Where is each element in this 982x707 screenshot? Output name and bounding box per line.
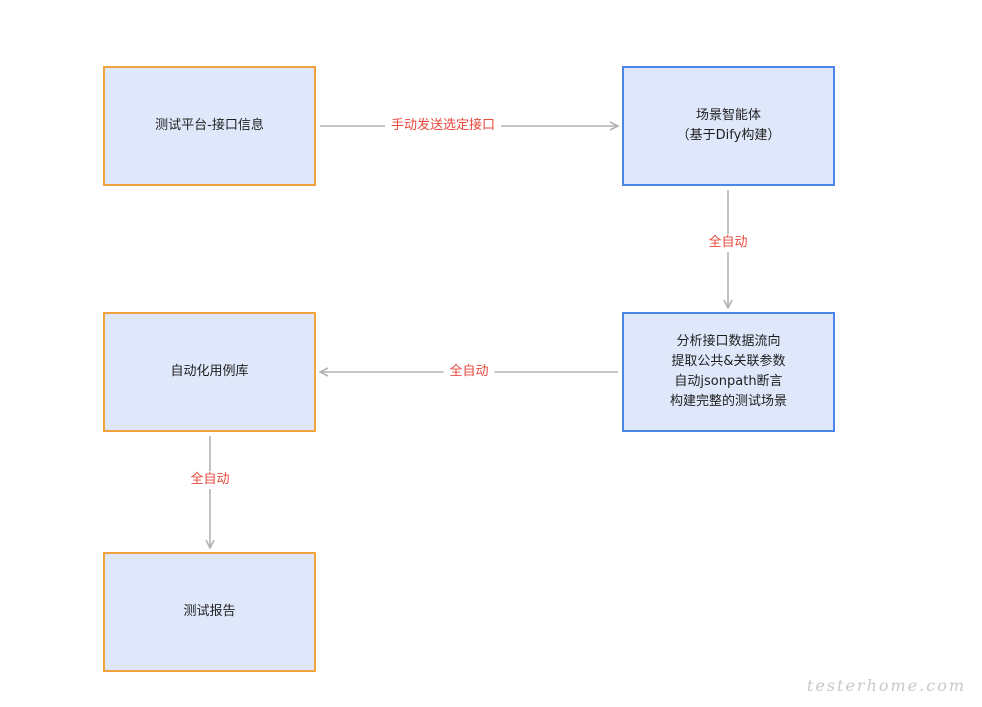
watermark: testerhome.com xyxy=(806,676,966,695)
edge-label-auto: 全自动 xyxy=(443,363,495,381)
node-label: 场景智能体 xyxy=(695,108,761,123)
node-label: 自动化用例库 xyxy=(170,364,249,379)
edge-label-manual-send: 手动发送选定接口 xyxy=(384,117,502,135)
edge-label-auto: 全自动 xyxy=(184,471,236,489)
node-scenario-agent: 场景智能体 （基于Dify构建） xyxy=(622,66,835,186)
edge-label-auto: 全自动 xyxy=(702,234,754,252)
node-label: 测试平台-接口信息 xyxy=(155,118,264,133)
node-test-platform: 测试平台-接口信息 xyxy=(103,66,316,186)
node-label: 测试报告 xyxy=(183,604,236,619)
node-case-library: 自动化用例库 xyxy=(103,312,316,432)
node-label: 自动jsonpath断言 xyxy=(674,374,783,389)
node-label: 提取公共&关联参数 xyxy=(671,354,786,369)
node-test-report: 测试报告 xyxy=(103,552,316,672)
node-data-analysis: 分析接口数据流向 提取公共&关联参数 自动jsonpath断言 构建完整的测试场… xyxy=(622,312,835,432)
node-label: 分析接口数据流向 xyxy=(676,334,781,349)
node-label: 构建完整的测试场景 xyxy=(669,394,787,409)
node-label: （基于Dify构建） xyxy=(676,128,781,143)
